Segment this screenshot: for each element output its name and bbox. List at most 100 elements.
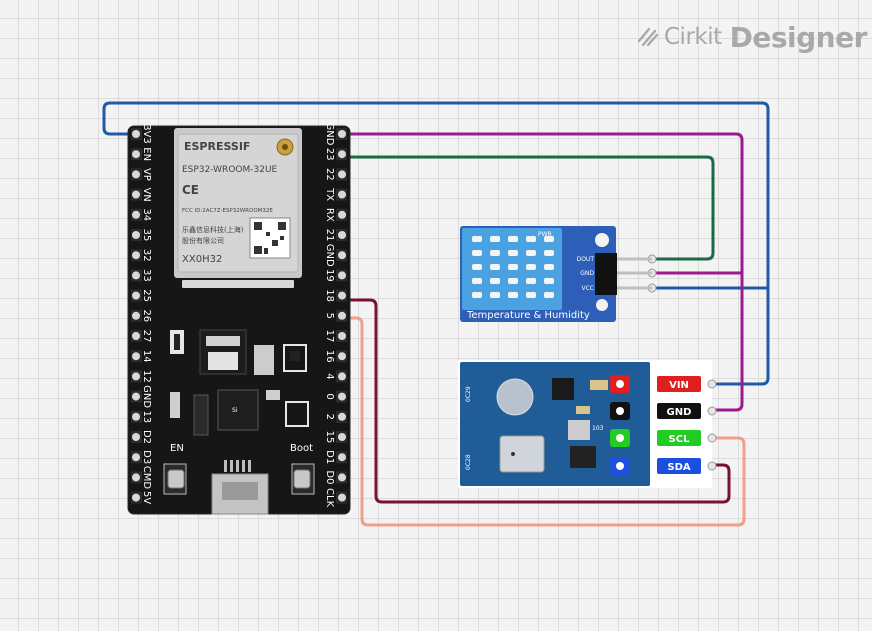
bmp-pin-hole xyxy=(616,434,624,442)
dht-vent xyxy=(526,292,536,298)
dht-vent xyxy=(490,264,500,270)
dht-vent xyxy=(490,236,500,242)
header-pin-pad[interactable] xyxy=(338,190,346,199)
boot-button-label: Boot xyxy=(290,443,313,454)
en-button[interactable] xyxy=(167,469,185,489)
bmp-pin-tag xyxy=(657,376,701,392)
pin-label-left: 32 xyxy=(141,249,152,262)
brand-name-bold: Designer xyxy=(729,20,868,54)
esp32-left-header xyxy=(131,128,142,504)
dht-mount-hole-icon xyxy=(596,299,608,311)
header-pin-pad[interactable] xyxy=(132,130,140,138)
boot-button[interactable] xyxy=(293,469,311,489)
header-pin-pad[interactable] xyxy=(338,473,346,482)
header-pin-pad[interactable] xyxy=(132,231,140,239)
header-pin-pad[interactable] xyxy=(338,372,346,381)
usb-uart-chip-icon xyxy=(217,389,259,431)
header-pin-pad[interactable] xyxy=(132,190,140,199)
ce-mark: CE xyxy=(182,183,199,197)
bmp-pin-label: VIN xyxy=(669,380,689,391)
header-pin-pad[interactable] xyxy=(338,170,346,179)
header-pin-pad[interactable] xyxy=(338,433,346,441)
header-pin-pad[interactable] xyxy=(132,352,140,361)
bmp-pin-label: SCL xyxy=(669,434,691,445)
header-pin-pad[interactable] xyxy=(338,150,346,159)
header-pin-pad[interactable] xyxy=(132,291,140,300)
header-pin-pad[interactable] xyxy=(132,311,140,320)
pin-label-right: GND xyxy=(324,244,335,267)
header-pin-pad[interactable] xyxy=(338,332,346,340)
dht-vent xyxy=(526,250,536,256)
dht-vent xyxy=(472,236,482,242)
header-pin-pad[interactable] xyxy=(338,352,346,361)
wire-vcc[interactable] xyxy=(102,101,770,386)
dht-pin-label: VCC xyxy=(582,285,594,292)
header-pin-pad[interactable] xyxy=(132,453,140,462)
pin-label-right: 18 xyxy=(324,289,335,302)
header-pin-pad[interactable] xyxy=(338,130,346,138)
header-pin-pad[interactable] xyxy=(132,392,140,401)
pin-label-right: 23 xyxy=(324,148,335,161)
dht-vent xyxy=(508,292,518,298)
esp32-right-header xyxy=(336,128,347,504)
header-pin-pad[interactable] xyxy=(338,251,346,260)
bmp-pin-terminal[interactable] xyxy=(707,433,717,443)
header-pin-pad[interactable] xyxy=(338,392,346,401)
header-pin-pad[interactable] xyxy=(132,271,140,280)
header-pin-pad[interactable] xyxy=(338,210,346,219)
module-code: XX0H32 xyxy=(182,254,222,265)
header-pin-pad[interactable] xyxy=(132,210,140,219)
bmp-pressure-sensor-icon xyxy=(499,435,545,473)
pin-label-right: 5 xyxy=(324,313,335,319)
bmp-chip-label-3: 103 xyxy=(592,425,604,432)
header-pin-pad[interactable] xyxy=(338,453,346,462)
header-pin-pad[interactable] xyxy=(132,150,140,159)
dht-vent xyxy=(472,264,482,270)
pin-label-left: 27 xyxy=(141,330,152,343)
esp32-board[interactable]: ESPRESSIF ESP32-WROOM-32UE CE FCC ID:2AC… xyxy=(127,123,351,515)
bmp-pin-terminal[interactable] xyxy=(707,379,717,389)
bmp-pin-hole xyxy=(616,462,624,470)
dht-vent xyxy=(526,236,536,242)
header-pin-pad[interactable] xyxy=(338,493,346,502)
pin-label-right: 22 xyxy=(324,168,335,181)
pin-label-right: 19 xyxy=(324,269,335,282)
header-pin-pad[interactable] xyxy=(132,412,140,421)
pin-label-right: D1 xyxy=(324,450,335,464)
bmp-chip-label-1: 0C29 xyxy=(465,386,472,402)
header-pin-pad[interactable] xyxy=(338,291,346,300)
module-maker: 乐鑫信息科技(上海) xyxy=(182,225,244,234)
bmp-pin-terminal[interactable] xyxy=(707,461,717,471)
dht-vent xyxy=(490,278,500,284)
pin-label-right: RX xyxy=(324,208,335,222)
wire-scl[interactable] xyxy=(340,316,746,527)
header-pin-pad[interactable] xyxy=(132,473,140,482)
wire-sda[interactable] xyxy=(340,298,731,504)
module-fcc: FCC ID:2AC7Z-ESP32WROOM32E xyxy=(182,208,273,214)
dht-vent xyxy=(544,264,554,270)
module-brand: ESPRESSIF xyxy=(184,140,250,153)
header-pin-pad[interactable] xyxy=(132,372,140,381)
wire-data[interactable] xyxy=(340,155,715,261)
header-pin-pad[interactable] xyxy=(132,251,140,260)
header-pin-pad[interactable] xyxy=(132,493,140,502)
dht-pwr-label: PWR xyxy=(538,231,552,238)
header-pin-pad[interactable] xyxy=(338,311,346,320)
header-pin-pad[interactable] xyxy=(338,231,346,239)
dht-vent xyxy=(508,250,518,256)
bmp-pin-tag xyxy=(657,430,701,446)
dht-vent xyxy=(508,264,518,270)
header-pin-pad[interactable] xyxy=(338,271,346,280)
header-pin-pad[interactable] xyxy=(132,332,140,340)
pin-label-left: D3 xyxy=(141,450,152,464)
header-pin-pad[interactable] xyxy=(132,170,140,179)
dht-vent xyxy=(508,278,518,284)
header-pin-pad[interactable] xyxy=(338,412,346,421)
header-pin-pad[interactable] xyxy=(132,433,140,441)
bmp-pin-terminal[interactable] xyxy=(707,406,717,416)
